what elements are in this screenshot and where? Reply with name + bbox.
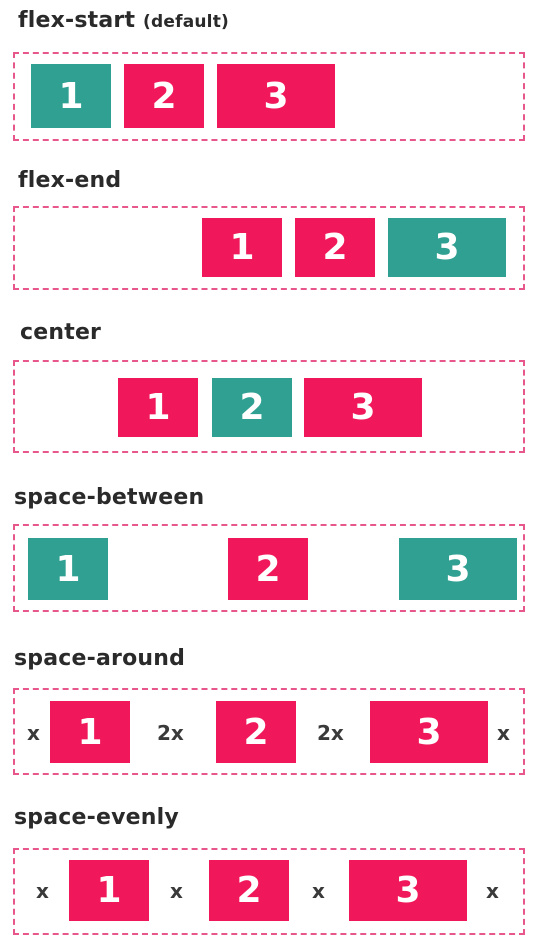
flex-item-3: 3 bbox=[217, 64, 335, 128]
flex-item-2: 2 bbox=[124, 64, 204, 128]
flex-item-1: 1 bbox=[202, 218, 282, 277]
title-text: space-between bbox=[14, 485, 205, 510]
title-text: space-around bbox=[14, 646, 186, 671]
flex-item-2: 2 bbox=[228, 538, 308, 600]
flex-item-2: 2 bbox=[209, 860, 289, 921]
container-space-between bbox=[13, 524, 525, 612]
container-space-around bbox=[13, 688, 525, 775]
flex-item-1: 1 bbox=[69, 860, 149, 921]
flex-item-2: 2 bbox=[216, 701, 296, 763]
gap-label: 2x bbox=[157, 721, 184, 745]
flex-item-3: 3 bbox=[304, 378, 422, 437]
flex-item-3: 3 bbox=[349, 860, 467, 921]
section-title-space-between: space-between bbox=[14, 485, 204, 511]
title-text: flex-end bbox=[18, 168, 122, 193]
flex-item-1: 1 bbox=[118, 378, 198, 437]
section-title-space-evenly: space-evenly bbox=[14, 805, 179, 831]
gap-label: x bbox=[36, 879, 49, 903]
title-text: flex-start bbox=[18, 8, 136, 33]
container-flex-end bbox=[13, 206, 525, 290]
gap-label: x bbox=[312, 879, 325, 903]
flex-item-2: 2 bbox=[295, 218, 375, 277]
section-title-flex-start: flex-start (default) bbox=[18, 8, 229, 35]
container-center bbox=[13, 360, 525, 453]
flex-item-1: 1 bbox=[31, 64, 111, 128]
gap-label: 2x bbox=[317, 721, 344, 745]
section-title-center: center bbox=[20, 320, 101, 346]
title-text: space-evenly bbox=[14, 805, 179, 830]
gap-label: x bbox=[170, 879, 183, 903]
container-space-evenly bbox=[13, 848, 525, 935]
gap-label: x bbox=[497, 721, 510, 745]
section-title-flex-end: flex-end bbox=[18, 168, 121, 194]
title-text: center bbox=[20, 320, 102, 345]
flex-item-1: 1 bbox=[50, 701, 130, 763]
flex-item-1: 1 bbox=[28, 538, 108, 600]
gap-label: x bbox=[27, 721, 40, 745]
title-subtitle: (default) bbox=[143, 12, 230, 32]
flex-item-3: 3 bbox=[388, 218, 506, 277]
container-flex-start bbox=[13, 52, 525, 141]
section-title-space-around: space-around bbox=[14, 646, 185, 672]
gap-label: x bbox=[486, 879, 499, 903]
flex-item-2: 2 bbox=[212, 378, 292, 437]
flex-item-3: 3 bbox=[370, 701, 488, 763]
flex-item-3: 3 bbox=[399, 538, 517, 600]
